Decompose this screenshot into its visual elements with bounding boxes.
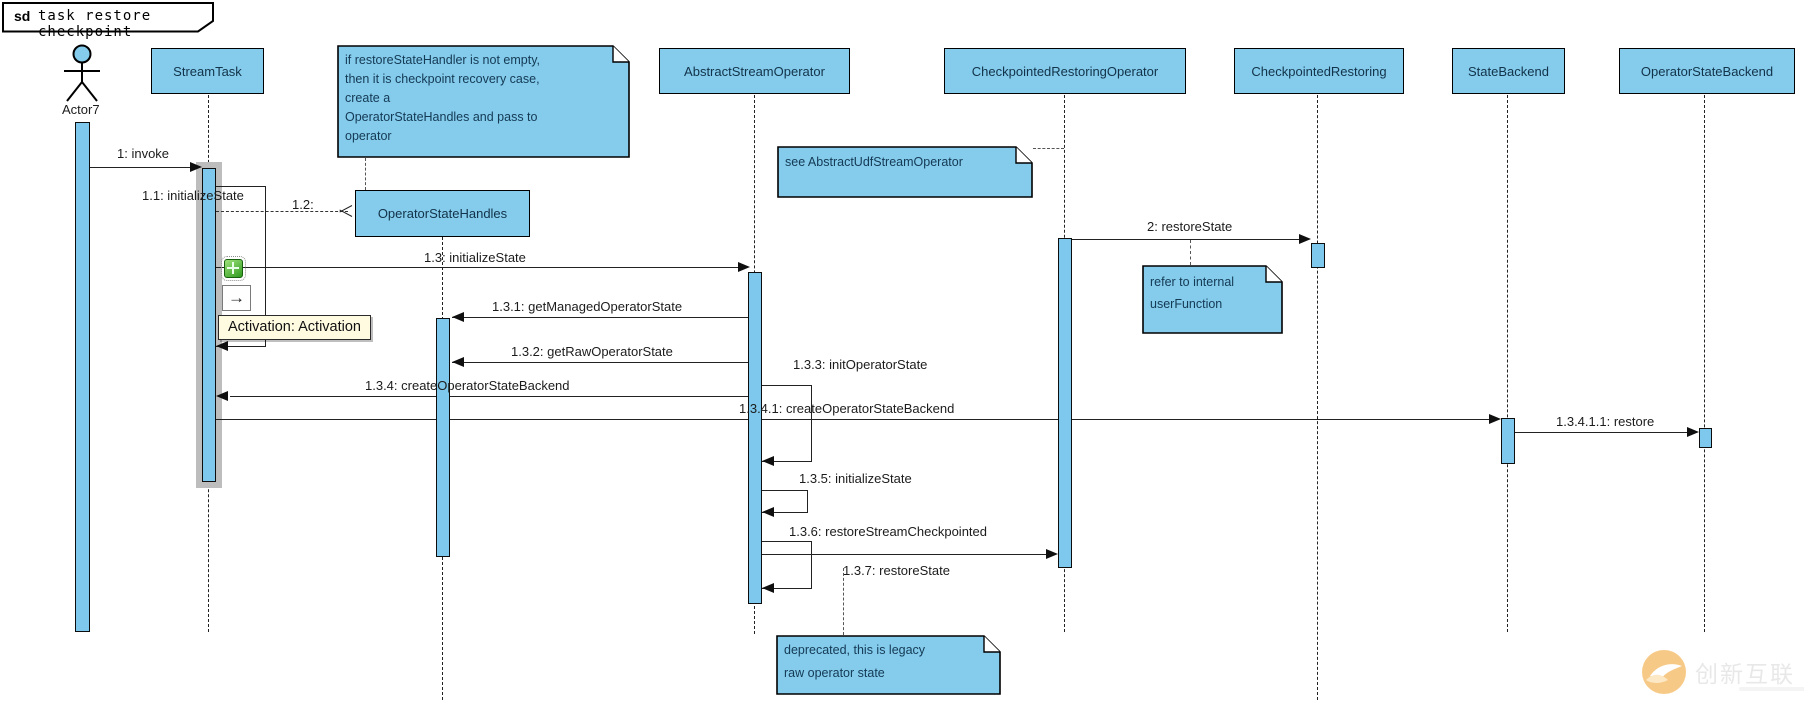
message-1341-arrowhead: [1489, 414, 1501, 424]
message-invoke-arrowhead: [190, 162, 202, 172]
participant-operatorstatebackend-label: OperatorStateBackend: [1640, 63, 1774, 79]
message-initializestate-selfloop[interactable]: [216, 186, 266, 347]
message-131-line[interactable]: [452, 317, 748, 318]
lifeline-checkpointedrestoring[interactable]: [1317, 95, 1318, 700]
lifeline-statebackend[interactable]: [1507, 95, 1508, 632]
participant-checkpointedrestoring[interactable]: CheckpointedRestoring: [1234, 48, 1404, 94]
participant-statebackend-label: StateBackend: [1468, 63, 1549, 79]
message-initializestate-label[interactable]: 1.1: initializeState: [142, 188, 244, 203]
note-restore-handler-line2: then it is checkpoint recovery case,: [345, 72, 540, 86]
activation-checkpointedrestoringoperator[interactable]: [1058, 238, 1072, 568]
note-see-udf[interactable]: see AbstractUdfStreamOperator: [777, 146, 1033, 203]
frame-pentagon-shape: [2, 2, 214, 33]
participant-checkpointedrestoringoperator-label: CheckpointedRestoringOperator: [971, 63, 1159, 79]
note-refer-internal-connector: [1190, 240, 1191, 265]
message-133-label[interactable]: 1.3.3: initOperatorState: [793, 357, 928, 372]
participant-statebackend[interactable]: StateBackend: [1452, 48, 1565, 94]
message-invoke-label[interactable]: 1: invoke: [117, 146, 170, 161]
note-refer-internal-line2: userFunction: [1150, 297, 1223, 311]
message-13-line[interactable]: [216, 267, 738, 268]
message-134-line[interactable]: [230, 396, 748, 397]
message-1341-label[interactable]: 1.3.4.1: createOperatorStateBackend: [739, 401, 955, 416]
activation-actor[interactable]: [75, 122, 90, 632]
message-134-arrowhead: [216, 391, 228, 401]
message-132-line[interactable]: [452, 362, 748, 363]
message-137-selfloop[interactable]: [762, 541, 812, 589]
message-arrow-tool-icon[interactable]: →: [222, 285, 251, 311]
message-135-selfloop[interactable]: [762, 490, 808, 513]
message-1341-line[interactable]: [216, 419, 1491, 420]
note-refer-internal[interactable]: refer to internal userFunction: [1142, 265, 1283, 339]
participant-checkpointedrestoringoperator[interactable]: CheckpointedRestoringOperator: [944, 48, 1186, 94]
lifeline-operatorstatebackend[interactable]: [1704, 95, 1705, 632]
note-deprecated[interactable]: deprecated, this is legacy raw operator …: [776, 635, 1001, 700]
message-13-arrowhead: [738, 262, 750, 272]
note-deprecated-line2: raw operator state: [784, 666, 885, 680]
participant-operatorstatehandles-label: OperatorStateHandles: [377, 206, 508, 221]
note-restore-handler-line1: if restoreStateHandler is not empty,: [345, 53, 540, 67]
message-135-label[interactable]: 1.3.5: initializeState: [799, 471, 912, 486]
message-137-arrowhead: [762, 583, 774, 593]
frame-title: task restore checkpoint: [38, 8, 152, 40]
message-137-label[interactable]: 1.3.7: restoreState: [843, 563, 950, 578]
note-restore-handler-connector: [365, 158, 366, 190]
note-restore-handler[interactable]: if restoreStateHandler is not empty, the…: [337, 45, 630, 163]
message-135-arrowhead: [762, 507, 774, 517]
message-136-line[interactable]: [762, 554, 1048, 555]
message-create-label[interactable]: 1.2:: [292, 197, 314, 212]
activation-checkpointedrestoring[interactable]: [1311, 243, 1325, 268]
message-133-selfloop[interactable]: [762, 385, 812, 462]
participant-abstractstreamoperator-label: AbstractStreamOperator: [684, 63, 825, 79]
message-131-arrowhead: [452, 312, 464, 322]
message-13411-label[interactable]: 1.3.4.1.1: restore: [1556, 414, 1655, 429]
frame-keyword: sd: [14, 8, 31, 24]
activation-operatorstatebackend[interactable]: [1699, 428, 1712, 448]
activation-operatorstatehandles[interactable]: [436, 318, 450, 557]
participant-checkpointedrestoring-label: CheckpointedRestoring: [1251, 63, 1387, 79]
activation-abstractstreamoperator[interactable]: [748, 272, 762, 604]
message-134-label[interactable]: 1.3.4: createOperatorStateBackend: [365, 378, 570, 393]
message-136-label[interactable]: 1.3.6: restoreStreamCheckpointed: [789, 524, 987, 539]
message-13411-arrowhead: [1687, 427, 1699, 437]
message-2-arrowhead: [1299, 234, 1311, 244]
activation-statebackend[interactable]: [1501, 418, 1515, 464]
watermark: 创新互联: [1642, 650, 1804, 694]
message-132-arrowhead: [452, 357, 464, 367]
message-131-label[interactable]: 1.3.1: getManagedOperatorState: [492, 299, 683, 314]
message-2-label[interactable]: 2: restoreState: [1147, 219, 1233, 234]
actor-figure[interactable]: [60, 44, 104, 104]
activation-tooltip: Activation: Activation: [218, 315, 371, 340]
message-133-arrowhead: [762, 456, 774, 466]
note-deprecated-line1: deprecated, this is legacy: [784, 643, 926, 657]
watermark-text: 创新互联: [1695, 661, 1795, 687]
activation-streamtask[interactable]: [202, 168, 216, 482]
note-restore-handler-line3: create a: [345, 91, 391, 105]
message-initializestate-return-arrowhead: [216, 341, 228, 351]
message-13411-line[interactable]: [1515, 432, 1689, 433]
message-13-label[interactable]: 1.3: initializeState: [424, 250, 526, 265]
participant-operatorstatehandles[interactable]: OperatorStateHandles: [355, 190, 530, 237]
actor-label: Actor7: [62, 102, 100, 117]
note-see-udf-line1: see AbstractUdfStreamOperator: [785, 155, 963, 169]
watermark-logo-icon: [1642, 650, 1686, 694]
message-132-label[interactable]: 1.3.2: getRawOperatorState: [511, 344, 673, 359]
diagram-frame-label: sd task restore checkpoint: [2, 2, 216, 40]
note-see-udf-connector: [1033, 148, 1064, 149]
participant-abstractstreamoperator[interactable]: AbstractStreamOperator: [659, 48, 850, 94]
activation-tooltip-text: Activation: Activation: [228, 319, 361, 335]
message-2-line[interactable]: [1072, 239, 1300, 240]
note-restore-handler-line4: OperatorStateHandles and pass to: [345, 110, 538, 124]
note-refer-internal-line1: refer to internal: [1150, 275, 1235, 289]
message-136-arrowhead: [1046, 549, 1058, 559]
participant-operatorstatebackend[interactable]: OperatorStateBackend: [1619, 48, 1795, 94]
message-create-line[interactable]: [216, 211, 348, 212]
participant-streamtask[interactable]: StreamTask: [151, 48, 264, 94]
watermark-subtext-bar: [1739, 687, 1804, 691]
note-restore-handler-line5: operator: [345, 129, 392, 143]
participant-streamtask-label: StreamTask: [173, 63, 242, 79]
resource-grid-icon[interactable]: [221, 256, 246, 281]
message-invoke-line[interactable]: [90, 167, 190, 168]
note-deprecated-connector: [843, 568, 844, 635]
